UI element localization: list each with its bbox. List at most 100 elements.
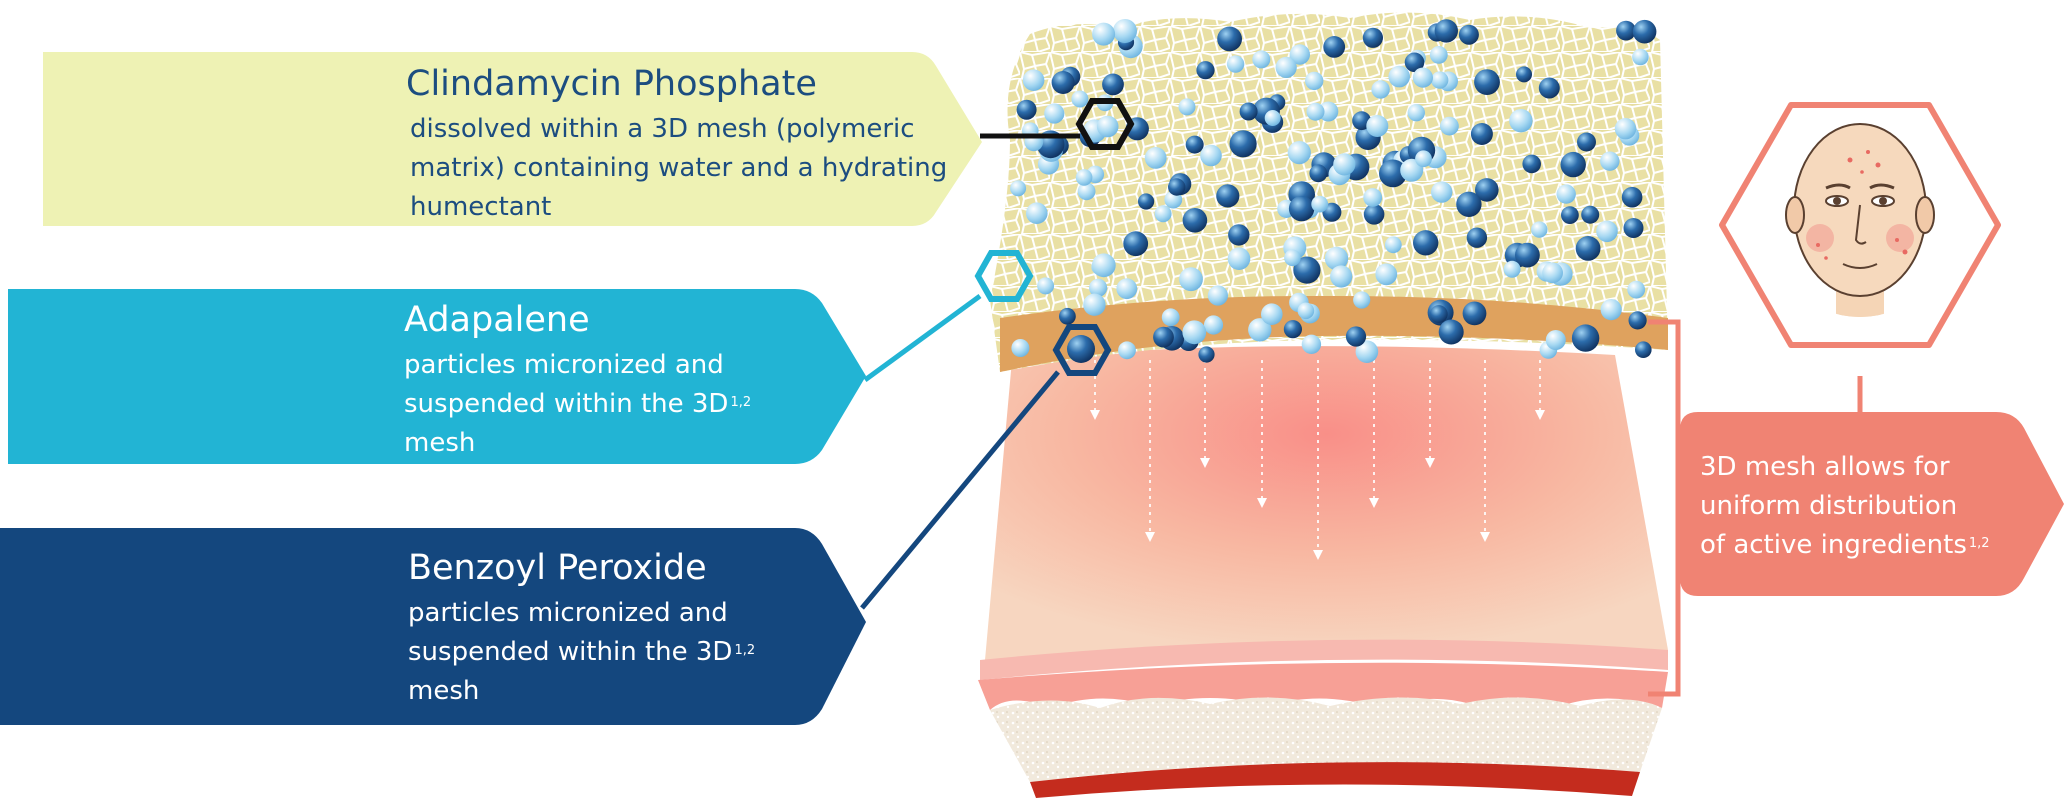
drug-particle-bead: [1059, 307, 1076, 325]
hydrated-bead: [1179, 267, 1203, 292]
drug-particle-bead: [1363, 204, 1385, 225]
hydrated-bead: [1556, 184, 1576, 204]
drug-particle-bead: [1185, 135, 1204, 154]
mesh-note-line-1: 3D mesh allows for: [1700, 452, 1950, 482]
adapalene-title: Adapalene: [404, 300, 590, 340]
drug-particle-bead: [1475, 178, 1499, 202]
drug-particle-bead: [1229, 130, 1257, 158]
clindamycin-line-1: dissolved within a 3D mesh (polymeric: [410, 114, 915, 144]
clindamycin-label: Clindamycin Phosphate dissolved within a…: [406, 60, 947, 227]
drug-particle-bead: [1462, 301, 1487, 326]
hydrated-bead: [1092, 22, 1116, 46]
hydrated-bead: [1431, 181, 1453, 203]
drug-particle-bead: [1198, 346, 1215, 363]
hydrated-bead: [1200, 144, 1222, 167]
hydrated-bead: [1301, 334, 1322, 354]
mesh-note-line-3: of active ingredients: [1700, 530, 1967, 560]
drug-particle-bead: [1616, 20, 1636, 41]
hydrated-bead: [1324, 246, 1349, 271]
hydrated-bead: [1022, 69, 1045, 91]
drug-particle-bead: [1429, 305, 1448, 323]
drug-particle-bead: [1228, 224, 1250, 246]
benzoyl-label-box: [0, 528, 866, 725]
face-icon: [1719, 102, 2001, 348]
drug-particle-bead: [1470, 123, 1493, 145]
hydrated-bead: [1509, 109, 1533, 133]
drug-particle-bead: [1458, 24, 1479, 45]
drug-particle-bead: [1515, 242, 1540, 268]
hydrated-bead: [1600, 299, 1622, 321]
hydrated-bead: [1596, 220, 1618, 243]
hydrated-bead: [1366, 115, 1389, 137]
hydrated-bead: [1203, 315, 1224, 335]
hydrated-bead: [1431, 71, 1449, 89]
hydrated-bead: [1252, 50, 1271, 69]
hydrated-bead: [1284, 249, 1301, 267]
hydrated-bead: [1415, 150, 1432, 168]
drug-particle-bead: [1474, 69, 1500, 95]
adapalene-label-box: [8, 289, 866, 464]
drug-particle-bead: [1216, 184, 1240, 208]
drug-particle-bead: [1635, 341, 1652, 359]
adapalene-line-3: mesh: [404, 428, 476, 458]
hydrated-bead: [1089, 278, 1108, 297]
drug-particle-bead: [1623, 218, 1644, 238]
drug-particle-bead: [1466, 227, 1488, 248]
drug-particle-bead: [1516, 66, 1532, 83]
hydrated-bead: [1226, 55, 1245, 73]
drug-particle-bead: [1404, 52, 1425, 73]
hydrated-bead: [1044, 103, 1065, 124]
hydrated-bead: [1545, 330, 1566, 350]
mesh-note-box: [1680, 412, 2064, 596]
drug-particle-bead: [1102, 73, 1124, 96]
hydrated-bead: [1116, 278, 1138, 300]
hydrated-bead: [1311, 195, 1329, 213]
drug-particle-bead: [1575, 236, 1601, 261]
drug-particle-bead: [1196, 61, 1215, 80]
drug-particle-bead: [1438, 319, 1464, 345]
hydrated-bead: [1632, 48, 1649, 66]
mesh-note-line-2: uniform distribution: [1700, 491, 1958, 521]
hydrated-bead: [1075, 169, 1093, 186]
hydrated-bead: [1011, 339, 1030, 357]
adapalene-label: Adapalene particles micronized and suspe…: [404, 296, 751, 463]
clindamycin-title: Clindamycin Phosphate: [406, 64, 817, 104]
hydrated-bead: [1353, 291, 1371, 309]
hydrated-bead: [1287, 141, 1311, 165]
hydrated-bead: [1071, 90, 1089, 108]
drug-particle-bead: [1560, 151, 1586, 178]
benzoyl-line-1: particles micronized and: [408, 598, 728, 628]
hydrated-bead: [1083, 293, 1106, 316]
hydrated-bead: [1318, 101, 1339, 122]
hydrated-bead: [1371, 80, 1390, 99]
hydrated-bead: [1289, 44, 1311, 65]
drug-particle-bead: [1362, 27, 1383, 48]
benzoyl-title: Benzoyl Peroxide: [408, 548, 707, 588]
hydrated-bead: [1096, 115, 1119, 138]
hydrated-bead: [1077, 182, 1096, 201]
hydrated-bead: [1375, 263, 1398, 286]
drug-particle-bead: [1522, 154, 1541, 174]
hydrated-bead: [1037, 277, 1055, 295]
hydrated-bead: [1113, 19, 1137, 43]
drug-particle-bead: [1239, 102, 1258, 121]
drug-particle-bead: [1323, 36, 1346, 58]
hydrated-bead: [1388, 65, 1410, 88]
hydrated-bead: [1161, 308, 1180, 327]
benzoyl-line-3: mesh: [408, 676, 480, 706]
drug-particle-bead: [1293, 256, 1321, 284]
hydrated-bead: [1407, 104, 1426, 122]
mesh-note-label: 3D mesh allows for uniform distribution …: [1700, 448, 1990, 565]
drug-particle-bead: [1413, 230, 1439, 256]
benzoyl-label: Benzoyl Peroxide particles micronized an…: [408, 544, 755, 711]
hydrated-bead: [1333, 153, 1356, 176]
drug-particle-bead: [1577, 132, 1596, 152]
hydrated-bead: [1118, 341, 1136, 360]
hydrated-bead: [1412, 67, 1433, 88]
drug-particle-bead: [1051, 71, 1075, 94]
benzoyl-reference: 1,2: [734, 643, 756, 658]
hydrated-bead: [1091, 253, 1116, 278]
hydrated-bead: [1182, 320, 1207, 345]
hexagon-marker-icon: [1052, 324, 1112, 376]
